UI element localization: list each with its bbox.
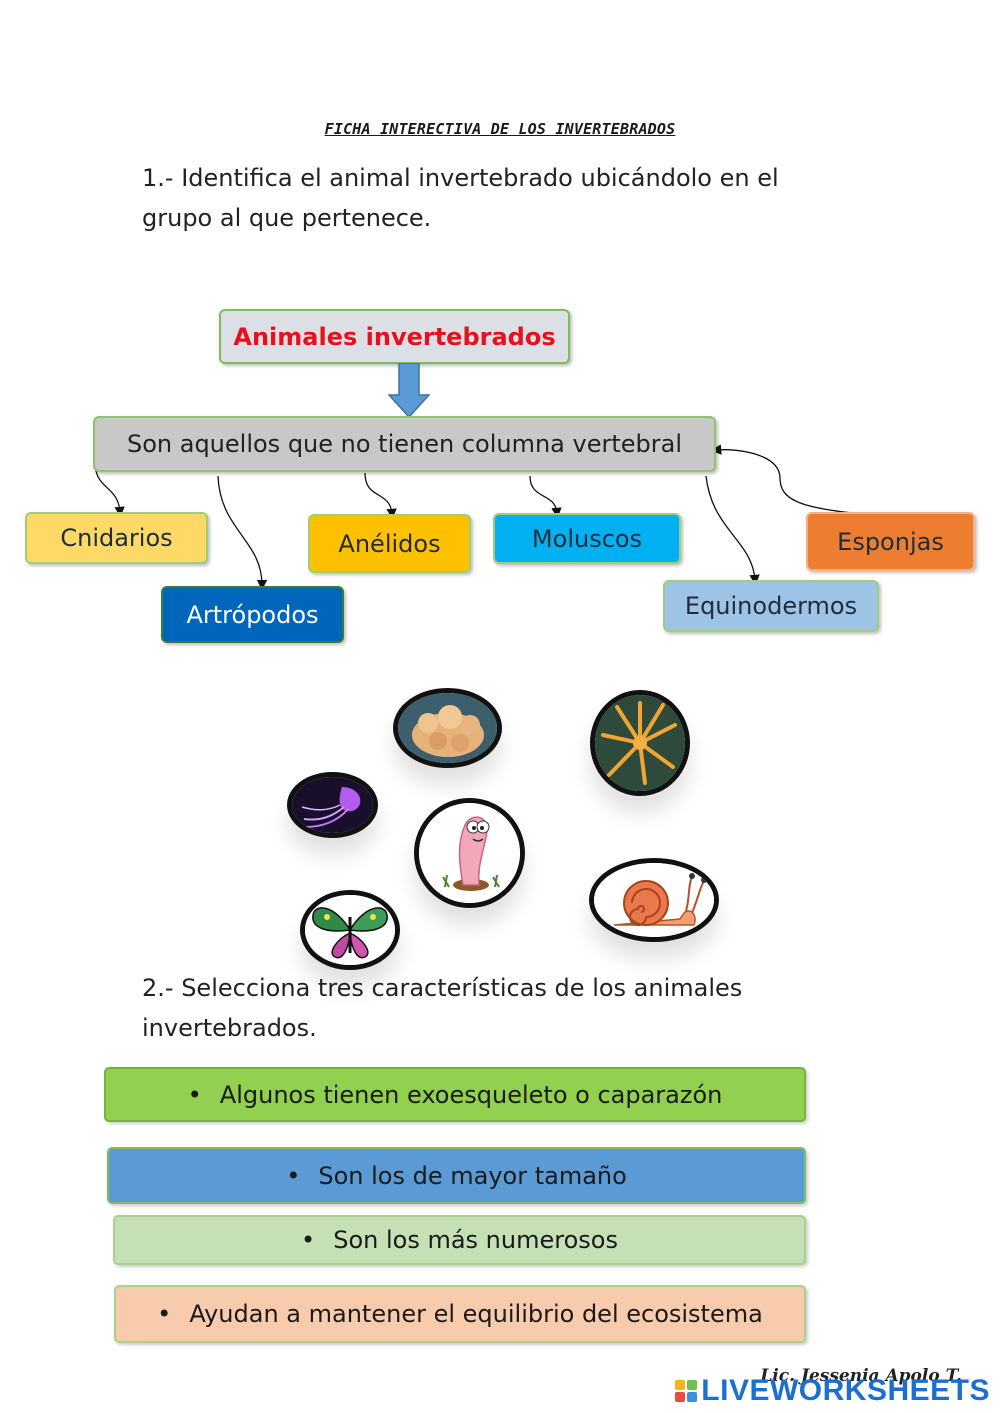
- option-bullet: •: [301, 1226, 316, 1254]
- liveworksheets-logo-icon: [675, 1380, 698, 1402]
- option-label: Ayudan a mantener el equilibrio del ecos…: [189, 1300, 763, 1328]
- option-mas-numerosos[interactable]: • Son los más numerosos: [113, 1215, 806, 1265]
- option-exoesqueleto[interactable]: • Algunos tienen exoesqueleto o caparazó…: [104, 1067, 806, 1122]
- butterfly-image[interactable]: [300, 890, 400, 970]
- category-artropodos[interactable]: Artrópodos: [161, 586, 344, 643]
- brand-name: LIVEWORKSHEETS: [701, 1374, 990, 1407]
- starfish-image[interactable]: [590, 690, 690, 796]
- concept-heading: Animales invertebrados: [219, 309, 570, 364]
- butterfly-icon: [305, 895, 395, 965]
- option-bullet: •: [187, 1080, 202, 1109]
- connector-anelidos: [364, 472, 397, 520]
- category-equinodermos[interactable]: Equinodermos: [663, 580, 879, 632]
- connector-moluscos: [529, 475, 562, 519]
- snail-icon: [594, 863, 714, 937]
- option-label: Son los más numerosos: [333, 1226, 618, 1254]
- snail-image[interactable]: [589, 858, 719, 942]
- connector-esponjas: [710, 444, 863, 515]
- worm-image[interactable]: [414, 798, 525, 908]
- connector-artropodos: [217, 475, 268, 591]
- question-2: 2.- Selecciona tres características de l…: [142, 974, 743, 1042]
- down-arrow-icon: [388, 363, 430, 419]
- starfish-icon: [595, 695, 685, 791]
- question-1: 1.- Identifica el animal invertebrado ub…: [142, 164, 779, 232]
- worm-icon: [419, 803, 520, 903]
- jellyfish-image[interactable]: [287, 772, 378, 838]
- option-label: Algunos tienen exoesqueleto o caparazón: [219, 1080, 723, 1109]
- category-cnidarios[interactable]: Cnidarios: [25, 512, 208, 564]
- option-bullet: •: [157, 1300, 172, 1328]
- author-signature: Lic. Jessenia Apolo T.: [760, 1366, 962, 1386]
- option-mayor-tamano[interactable]: • Son los de mayor tamaño: [107, 1147, 806, 1204]
- liveworksheets-brand: LIVEWORKSHEETS: [675, 1374, 990, 1408]
- jellyfish-icon: [292, 777, 373, 833]
- option-equilibrio-ecosistema[interactable]: • Ayudan a mantener el equilibrio del ec…: [114, 1285, 806, 1343]
- connector-equinodermos: [705, 475, 760, 586]
- concept-definition: Son aquellos que no tienen columna verte…: [93, 416, 716, 472]
- category-esponjas[interactable]: Esponjas: [806, 512, 975, 571]
- sponge-icon: [398, 693, 497, 763]
- sponge-image[interactable]: [393, 688, 502, 768]
- category-anelidos[interactable]: Anélidos: [308, 514, 471, 573]
- concept-map-connectors: [94, 444, 863, 591]
- category-moluscos[interactable]: Moluscos: [493, 513, 681, 564]
- worksheet-title: FICHA INTERECTIVA DE LOS INVERTEBRADOS: [324, 120, 676, 138]
- option-bullet: •: [286, 1161, 301, 1190]
- option-label: Son los de mayor tamaño: [318, 1161, 627, 1190]
